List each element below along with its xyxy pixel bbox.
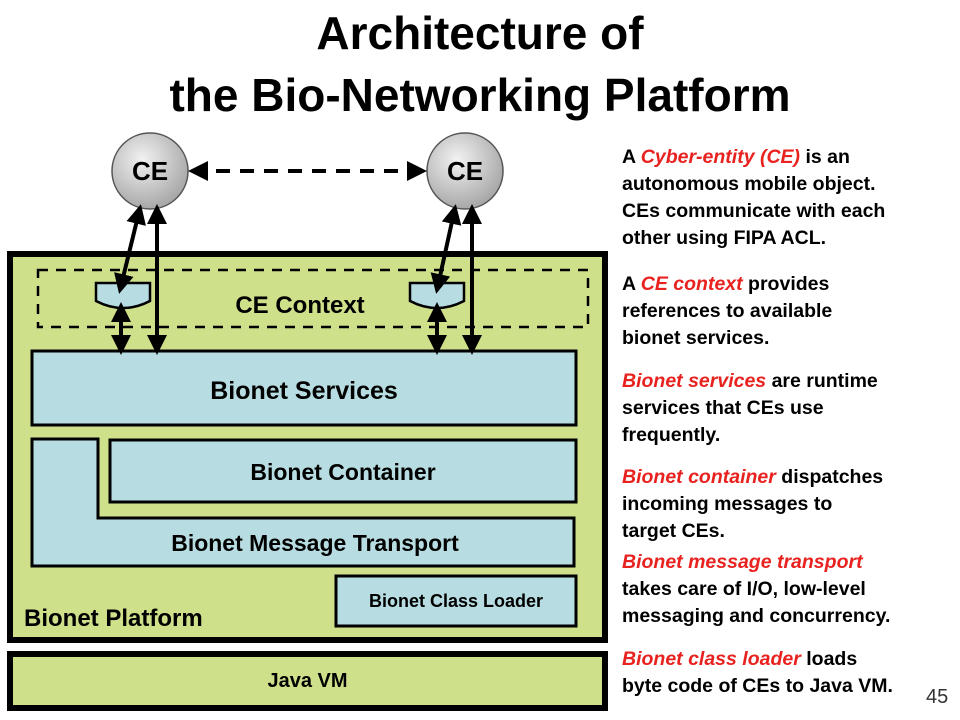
bionet-class-loader-label: Bionet Class Loader <box>368 591 544 611</box>
term-bionet-class-loader: Bionet class loader <box>622 648 801 670</box>
term-bionet-services: Bionet services <box>622 370 767 392</box>
bionet-container-label: Bionet Container <box>250 459 436 485</box>
description-bionet-message-transport: Bionet message transport takes care of I… <box>622 551 891 627</box>
bionet-message-transport-box <box>30 437 576 568</box>
bionet-services-label: Bionet Services <box>210 377 398 405</box>
bionet-container-box <box>108 438 578 504</box>
ce-left-label: CE <box>131 156 169 186</box>
description-ce-context: A CE context provides references to avai… <box>622 273 833 349</box>
java-vm-box <box>7 651 608 711</box>
description-ce: A Cyber-entity (CE) is an autonomous mob… <box>622 146 886 249</box>
page-number: 45 <box>926 686 949 708</box>
description-bionet-container: Bionet container dispatches incoming mes… <box>622 466 884 542</box>
ce-right-label: CE <box>446 156 484 186</box>
description-bionet-services: Bionet services are runtime services tha… <box>622 370 878 446</box>
title-line-1: Architecture of <box>316 7 644 59</box>
ce-context-label: CE Context <box>235 292 365 319</box>
description-bionet-class-loader: Bionet class loader loads byte code of C… <box>622 648 893 697</box>
ce-context-box <box>36 268 590 329</box>
term-bionet-container: Bionet container <box>622 466 776 488</box>
bionet-platform-label: Bionet Platform <box>24 605 203 632</box>
term-ce-context: CE context <box>640 273 743 295</box>
bionet-class-loader-box <box>334 574 578 628</box>
bionet-services-box <box>30 349 578 427</box>
left-ce-to-mailbox-arrow <box>114 204 146 294</box>
title-line-2: the Bio-Networking Platform <box>169 69 791 121</box>
right-ce-to-mailbox-arrow <box>430 204 462 294</box>
term-bionet-message-transport: Bionet message transport <box>622 551 863 573</box>
bionet-message-transport-label: Bionet Message Transport <box>171 530 459 556</box>
java-vm-label: Java VM <box>267 670 348 692</box>
left-mailbox-icon <box>94 281 152 310</box>
term-cyber-entity: Cyber-entity (CE) <box>640 146 801 168</box>
